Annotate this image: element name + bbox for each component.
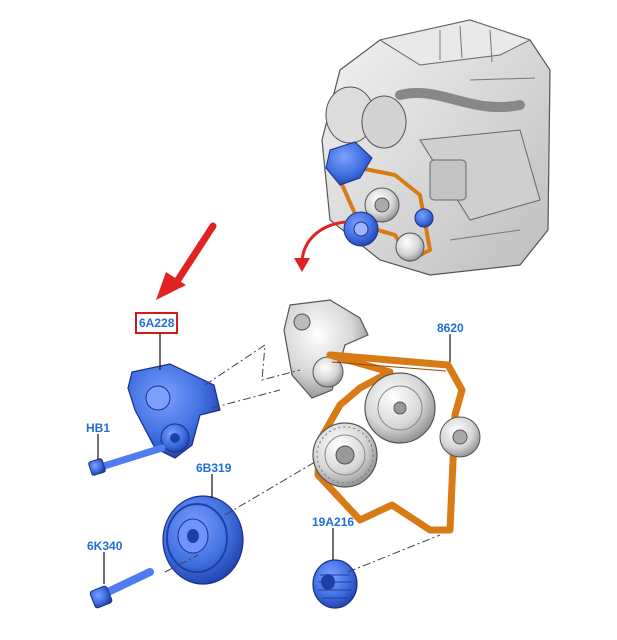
drive-belt xyxy=(314,351,466,534)
tensioner-part[interactable] xyxy=(127,363,221,459)
callout-tensioner: 6A228 xyxy=(134,312,179,334)
callout-belt: 8620 xyxy=(437,321,464,335)
exploded-belt-drive xyxy=(283,299,481,534)
idler-part[interactable] xyxy=(312,559,358,609)
bolt-hb1-part[interactable] xyxy=(88,444,166,476)
callout-damper: 6B319 xyxy=(196,461,232,475)
damper-part[interactable] xyxy=(162,495,244,585)
callout-bolt-hb1: HB1 xyxy=(86,421,111,435)
callout-idler: 19A216 xyxy=(312,515,355,529)
red-down-left-arrow-icon xyxy=(156,222,217,300)
bolt-6k340-part[interactable] xyxy=(89,568,154,609)
callout-bolt-6k340: 6K340 xyxy=(87,539,123,553)
engine-assembly xyxy=(321,19,551,276)
assembly-lines xyxy=(164,344,441,573)
leader-lines xyxy=(97,334,451,584)
curved-red-arrow-icon xyxy=(294,220,346,272)
